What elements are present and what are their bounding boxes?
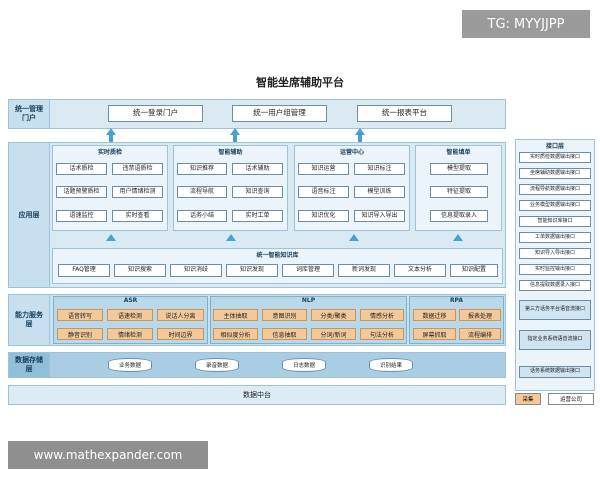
- interface-panel-title: 接口层: [545, 143, 564, 150]
- asr-item: 静音识别: [57, 328, 103, 340]
- arrow-up-icon: [349, 234, 359, 241]
- rpa-item: 报表处理: [459, 309, 501, 321]
- interface-item: 工单数据输出接口: [519, 232, 591, 243]
- qc-item: 话术质检: [56, 163, 107, 175]
- assist-item: 实时工单: [232, 210, 283, 222]
- kb-item: FAQ管理: [58, 264, 110, 277]
- arrow-up-icon: [106, 234, 116, 241]
- nlp-item: 意图识别: [262, 309, 307, 321]
- arrow-stem: [358, 134, 362, 142]
- interface-item-blue: 指定业务系统语音流接口: [519, 330, 591, 350]
- legend-collect: 采集: [515, 393, 541, 405]
- asr-group-title: ASR: [123, 297, 138, 304]
- asr-item: 时间边界: [157, 328, 204, 340]
- panel-smart-form-title: 智能填单: [446, 149, 471, 156]
- ops-item: 知识导入导出: [354, 210, 405, 222]
- portal-item-user-group: 统一用户组管理: [232, 105, 327, 122]
- form-item: 信息提取录入: [430, 210, 488, 222]
- asr-item: 情绪检测: [107, 328, 153, 340]
- watermark-bottom: www.mathexpander.com: [8, 441, 208, 469]
- watermark-top: TG: MYYJJPP: [462, 10, 590, 38]
- arrow-up-icon: [230, 128, 240, 135]
- nlp-item: 情感分析: [360, 309, 404, 321]
- interface-item: 实时监控输出接口: [519, 264, 591, 275]
- nlp-item: 主体抽取: [213, 309, 258, 321]
- data-middle-platform: 数据中台: [8, 385, 506, 405]
- nlp-item: 分类/聚类: [311, 309, 356, 321]
- panel-ops-center-title: 运营中心: [339, 149, 364, 156]
- arrow-stem: [233, 134, 237, 142]
- asr-item: 说话人分离: [157, 309, 204, 321]
- arrow-up-icon: [355, 128, 365, 135]
- interface-item-blue: 第三方话务平台语音流接口: [519, 300, 591, 320]
- interface-item-blue: 话务系统数据输出接口: [519, 366, 591, 378]
- interface-item: 坐席辅助数据输出接口: [519, 168, 591, 179]
- form-item: 特征提取: [430, 186, 488, 198]
- rpa-item: 数据迁移: [413, 309, 456, 321]
- qc-item: 语速监控: [56, 210, 107, 222]
- qc-item: 用户情绪检测: [112, 186, 163, 198]
- kb-item: 文本分析: [394, 264, 446, 277]
- form-item: 模型提取: [430, 163, 488, 175]
- database-icon: 业务数据: [108, 358, 152, 372]
- knowledge-base-title: 统一智能知识库: [256, 252, 299, 259]
- interface-item: 业务模型数据输出接口: [519, 200, 591, 211]
- interface-item: 信息提取数据录入接口: [519, 280, 591, 291]
- data-layer-label: 数据存储层: [8, 352, 50, 378]
- nlp-item: 相似度分析: [213, 328, 258, 340]
- arrow-stem: [109, 134, 113, 142]
- qc-item: 实时查看: [112, 210, 163, 222]
- kb-item: 新词发现: [338, 264, 390, 277]
- qc-item: 话题预警质检: [56, 186, 107, 198]
- database-icon: 识别结果: [369, 358, 413, 372]
- panel-smart-assist-title: 智能辅助: [218, 149, 243, 156]
- interface-item: 实时质检数据输出接口: [519, 152, 591, 163]
- nlp-item: 信息抽取: [262, 328, 307, 340]
- arrow-up-icon: [453, 234, 463, 241]
- kb-item: 词库管理: [282, 264, 334, 277]
- ops-item: 知识优化: [298, 210, 349, 222]
- assist-item: 流程导航: [177, 186, 227, 198]
- asr-item: 语速检测: [107, 309, 153, 321]
- ops-item: 模型训练: [354, 186, 405, 198]
- ops-item: 语音标注: [298, 186, 349, 198]
- assist-item: 知识推荐: [177, 163, 227, 175]
- app-layer-label: 应用层: [8, 142, 50, 288]
- nlp-item: 句法分析: [360, 328, 404, 340]
- rpa-group-title: RPA: [449, 297, 464, 304]
- rpa-item: 屏幕抓取: [413, 328, 456, 340]
- kb-item: 知识发现: [226, 264, 278, 277]
- interface-item: 智能知识库接口: [519, 216, 591, 227]
- kb-item: 知识消歧: [170, 264, 222, 277]
- portal-item-report: 统一报表平台: [357, 105, 452, 122]
- ops-item: 知识标注: [354, 163, 405, 175]
- database-icon: 日志数据: [282, 358, 326, 372]
- kb-item: 知识搜索: [114, 264, 166, 277]
- ops-item: 知识运营: [298, 163, 349, 175]
- rpa-item: 流程编排: [459, 328, 501, 340]
- qc-item: 违禁语质检: [112, 163, 163, 175]
- data-layer: [8, 352, 506, 378]
- arrow-up-icon: [106, 128, 116, 135]
- assist-item: 话术辅助: [232, 163, 283, 175]
- nlp-group-title: NLP: [301, 297, 316, 304]
- asr-item: 语音转写: [57, 309, 103, 321]
- capability-layer-label: 能力服务层: [8, 294, 50, 346]
- kb-item: 知识配置: [450, 264, 498, 277]
- legend-ops-company: 运营公司: [548, 393, 594, 405]
- nlp-item: 分词/新词: [311, 328, 356, 340]
- database-icon: 录音数据: [195, 358, 239, 372]
- interface-item: 流程导航数据输出接口: [519, 184, 591, 195]
- assist-item: 知识查询: [232, 186, 283, 198]
- portal-item-login: 统一登录门户: [108, 105, 203, 122]
- arrow-up-icon: [226, 234, 236, 241]
- diagram-title: 智能坐席辅助平台: [256, 76, 344, 89]
- interface-item: 知识导入导出接口: [519, 248, 591, 259]
- panel-realtime-qc-title: 实时质检: [97, 149, 122, 156]
- portal-layer-label: 统一管理门户: [8, 99, 50, 129]
- assist-item: 话务小结: [177, 210, 227, 222]
